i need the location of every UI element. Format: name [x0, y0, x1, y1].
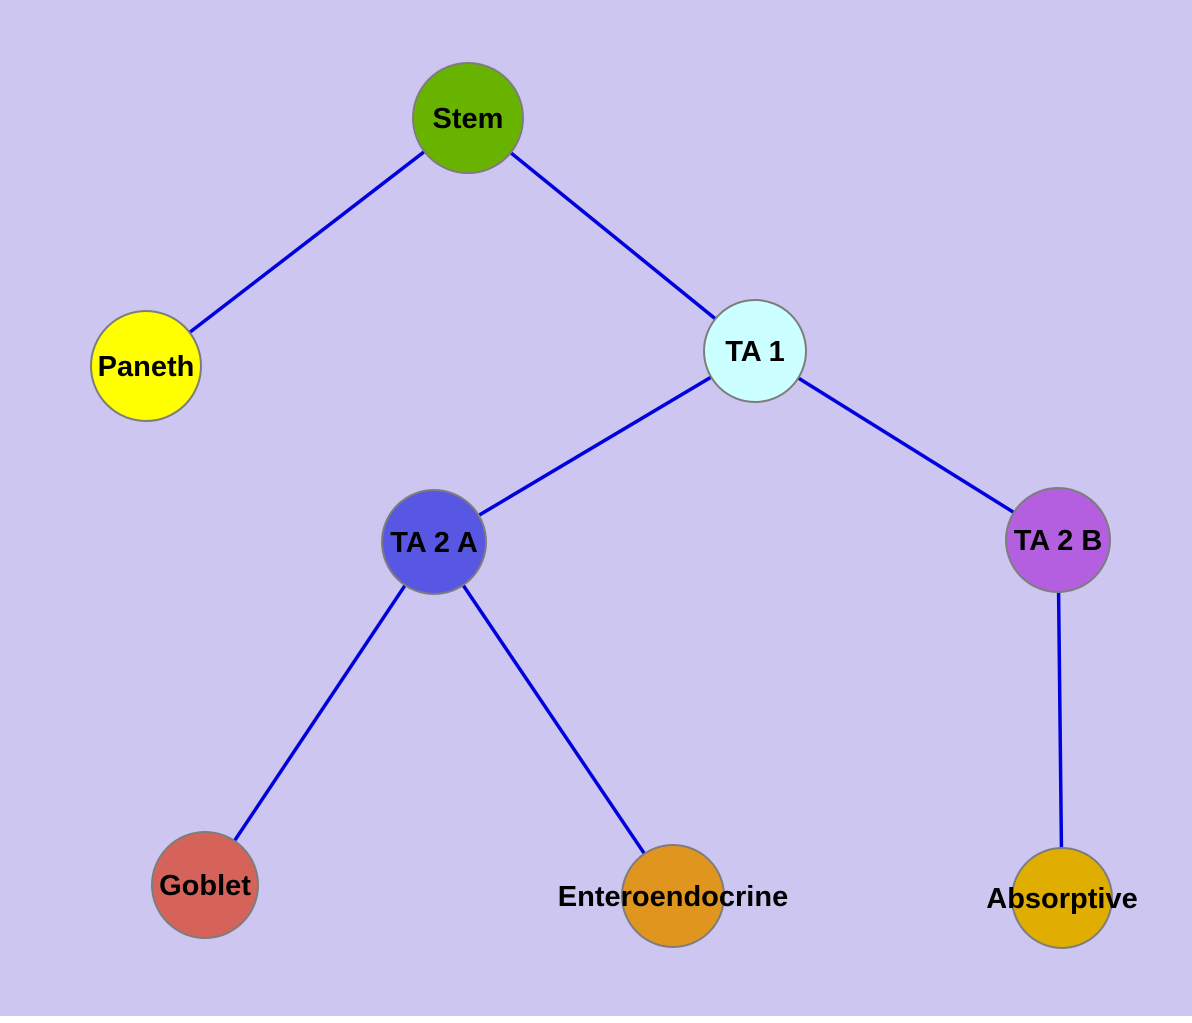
- node-goblet: Goblet: [151, 831, 259, 939]
- goblet-circle: [151, 831, 259, 939]
- ta2a-circle: [381, 489, 487, 595]
- edge-ta2b-absorptive: [1056, 539, 1064, 899]
- edge-stem-ta1: [466, 116, 757, 353]
- edge-ta2a-enteroendocrine: [432, 541, 675, 897]
- edge-ta1-ta2b: [754, 349, 1059, 542]
- edge-stem-paneth: [144, 116, 470, 368]
- edge-ta1-ta2a: [433, 349, 756, 544]
- node-paneth: Paneth: [90, 310, 202, 422]
- absorptive-circle: [1011, 847, 1113, 949]
- enteroendocrine-circle: [621, 844, 725, 948]
- edge-ta2a-goblet: [203, 541, 436, 886]
- node-stem: Stem: [412, 62, 524, 174]
- ta2b-circle: [1005, 487, 1111, 593]
- ta1-circle: [703, 299, 807, 403]
- paneth-circle: [90, 310, 202, 422]
- node-ta1: TA 1: [703, 299, 807, 403]
- node-ta2a: TA 2 A: [381, 489, 487, 595]
- stem-circle: [412, 62, 524, 174]
- edges-layer: [144, 116, 1064, 899]
- node-ta2b: TA 2 B: [1005, 487, 1111, 593]
